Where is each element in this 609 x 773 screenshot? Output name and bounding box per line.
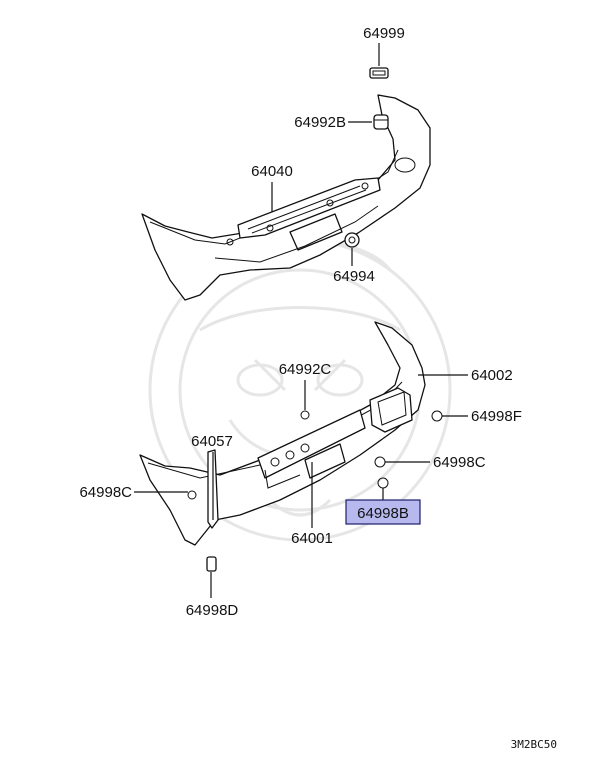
part-label-64040[interactable]: 64040 [251, 163, 293, 180]
nut-64994-icon [344, 232, 360, 248]
part-label-64998d[interactable]: 64998D [186, 602, 239, 619]
part-label-64994[interactable]: 64994 [333, 268, 375, 285]
selected-part-highlight [345, 499, 421, 525]
part-label-64001[interactable]: 64001 [291, 530, 333, 547]
part-label-64998c-left[interactable]: 64998C [79, 484, 132, 501]
lower-bumper-drawing [139, 321, 443, 572]
part-label-64992b[interactable]: 64992B [294, 114, 346, 131]
part-label-64998c-right[interactable]: 64998C [433, 454, 486, 471]
part-label-64999[interactable]: 64999 [363, 25, 405, 42]
part-label-64002[interactable]: 64002 [471, 367, 513, 384]
upper-bumper-drawing [141, 94, 431, 301]
part-label-64998b-selected[interactable]: 64998B [345, 499, 421, 525]
part-label-64998f[interactable]: 64998F [471, 408, 522, 425]
nut-64992b-icon [373, 114, 389, 130]
part-label-64057[interactable]: 64057 [191, 433, 233, 450]
diagram-code: 3M2BC50 [511, 738, 557, 751]
part-labels: 64999 64992B 64040 64994 64992C 64002 64… [79, 25, 521, 619]
leader-lines [134, 43, 468, 598]
part-label-64992c[interactable]: 64992C [279, 361, 332, 378]
clip-64999-icon [369, 67, 389, 79]
selected-part-number: 64998B [357, 505, 409, 522]
